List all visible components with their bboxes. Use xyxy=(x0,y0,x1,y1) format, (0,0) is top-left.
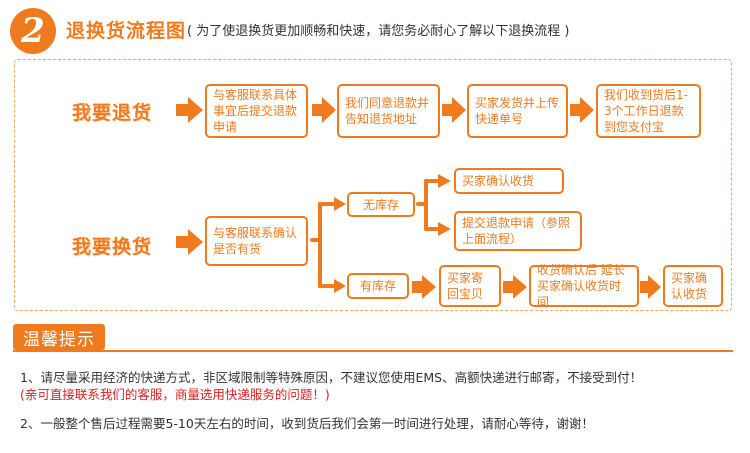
return-step-contact: 与客服联系具体事宜后提交退款申请 xyxy=(205,84,308,138)
arrow-right-icon xyxy=(570,97,594,123)
page-subtitle: ( 为了使退换货更加顺畅和快速，请您务必耐心了解以下退换流程 ) xyxy=(187,24,570,39)
arrow-right-icon xyxy=(176,97,203,123)
exchange-flow-label: 我要换货 xyxy=(72,236,153,258)
no-stock-refund-request: 提交退款申请（参照上面流程） xyxy=(454,211,582,251)
arrow-right-icon xyxy=(412,275,436,299)
arrow-right-icon xyxy=(503,275,527,299)
arrow-right-icon xyxy=(640,275,661,299)
in-stock-extend-time: 收货确认后 延长买家确认收货时间 xyxy=(529,263,639,309)
tips-label: 温馨提示 xyxy=(13,324,105,350)
arrow-right-icon xyxy=(176,229,203,255)
tip-item-1-note: (亲可直接联系我们的客服，商量选用快递服务的问题！) xyxy=(20,387,330,402)
tips-divider xyxy=(13,350,733,352)
in-stock-box: 有库存 xyxy=(347,273,409,299)
tip-item-2: 2、一般整个售后过程需要5-10天左右的时间，收到货后我们会第一时间进行处理，请… xyxy=(20,416,594,431)
in-stock-confirm-receipt: 买家确认收货 xyxy=(663,265,723,307)
return-step-ship: 买家发货并上传快递单号 xyxy=(467,84,568,138)
exchange-step-contact: 与客服联系确认是否有货 xyxy=(205,216,308,266)
page-title: 退换货流程图 xyxy=(66,20,187,42)
step-number-badge: 2 xyxy=(10,8,56,54)
return-step-refund: 我们收到货后1-3个工作日退款到您支付宝 xyxy=(596,84,701,138)
arrow-right-icon xyxy=(442,97,466,123)
return-flow-label: 我要退货 xyxy=(72,102,153,124)
no-stock-box: 无库存 xyxy=(347,192,415,217)
arrow-right-icon xyxy=(312,97,336,123)
tip-item-1: 1、请尽量采用经济的快递方式，非区域限制等特殊原因，不建议您使用EMS、高额快递… xyxy=(20,370,643,385)
no-stock-confirm-receipt: 买家确认收货 xyxy=(454,168,564,194)
return-step-approve: 我们同意退款并告知退货地址 xyxy=(337,84,440,138)
in-stock-send-back: 买家寄回宝贝 xyxy=(439,265,501,307)
